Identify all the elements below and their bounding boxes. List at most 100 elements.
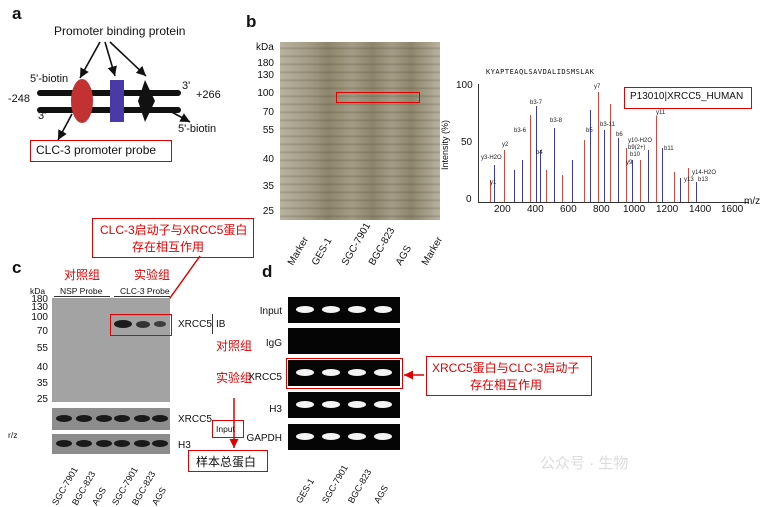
probe-label-box xyxy=(30,140,172,162)
mw-25-c: 25 xyxy=(36,394,48,405)
peak-y3-h2o: y3-H2O xyxy=(481,155,502,161)
mw-130-b: 130 xyxy=(257,70,274,81)
promoter-probe-diagram xyxy=(37,41,191,141)
row-label-igg: IgG xyxy=(265,338,282,349)
annotation-top-box xyxy=(92,218,254,258)
three-prime-right: 3' xyxy=(182,80,191,92)
promoter-binding-protein-label: Promoter binding protein xyxy=(54,24,186,38)
mw-55-b: 55 xyxy=(262,125,274,136)
gel-input xyxy=(288,297,400,323)
stray-mz-label: r/z xyxy=(8,430,18,440)
experimental-group-d: 实验组 xyxy=(216,371,253,385)
mw-70-c: 70 xyxy=(36,326,48,337)
xrcc5-ib-label: XRCC5 xyxy=(178,319,212,330)
mw-40-b: 40 xyxy=(262,154,274,165)
x-tick-400: 400 xyxy=(527,204,544,215)
y-tick-0: 0 xyxy=(466,194,472,205)
x-tick-1600: 1600 xyxy=(721,204,744,215)
ib-label: IB xyxy=(216,319,226,330)
annotation-bottom-line2: 存在相互作用 xyxy=(470,378,543,392)
peak-y10-h2o: y10-H2O xyxy=(628,138,653,144)
peak-y1: y1 xyxy=(490,180,497,186)
x-axis-unit: m/z xyxy=(744,196,761,207)
annotation-top-line2: 存在相互作用 xyxy=(132,240,205,254)
peptide-sequence: KYAPTEAQLSAVDALIDSMSLAK xyxy=(486,68,595,76)
gel-xrcc5 xyxy=(288,360,400,386)
protein-id: P13010|XRCC5_HUMAN xyxy=(630,91,744,102)
peak-y13: y13 xyxy=(684,177,694,183)
row-label-h3: H3 xyxy=(269,404,282,415)
row-label-gapdh: GAPDH xyxy=(246,433,282,444)
h3-label-c: H3 xyxy=(178,440,191,451)
x-tick-600: 600 xyxy=(560,204,577,215)
mw-130-c: 130 xyxy=(31,302,48,313)
western-blot-input-h3 xyxy=(52,434,170,454)
control-group-c-right: 对照组 xyxy=(216,339,253,353)
mw-35-b: 35 xyxy=(262,181,274,192)
peak-b10: b10 xyxy=(630,152,641,158)
nsp-probe-label: NSP Probe xyxy=(60,286,103,296)
gel-gapdh xyxy=(288,424,400,450)
peak-b3-8: b3-8 xyxy=(550,118,563,124)
xrcc5-input-label: XRCC5 xyxy=(178,414,212,425)
position-right: +266 xyxy=(196,89,221,101)
clc3-probe-label: CLC-3 Probe xyxy=(120,286,170,296)
row-label-input: Input xyxy=(259,306,282,317)
x-tick-1000: 1000 xyxy=(623,204,646,215)
x-tick-1200: 1200 xyxy=(656,204,679,215)
peak-b6: b6 xyxy=(616,132,623,138)
peak-b3-6: b3-6 xyxy=(514,128,527,134)
xrcc5-chip-box xyxy=(286,358,403,389)
x-tick-200: 200 xyxy=(494,204,511,215)
mw-40-c: 40 xyxy=(36,362,48,373)
panel-c-letter: c xyxy=(12,258,22,277)
mw-35-c: 35 xyxy=(36,378,48,389)
control-group-c: 对照组 xyxy=(64,268,101,282)
kda-label-b: kDa xyxy=(256,42,274,53)
mw-55-c: 55 xyxy=(36,343,48,354)
annotation-bottom-box xyxy=(426,356,592,396)
western-blot-input-xrcc5 xyxy=(52,408,170,430)
y-tick-50: 50 xyxy=(461,137,473,148)
gel-h3 xyxy=(288,392,400,418)
input-box xyxy=(212,420,244,438)
panel-a-letter: a xyxy=(12,4,22,23)
peak-y9: y9 xyxy=(626,160,633,166)
western-blot-ib xyxy=(52,298,170,402)
x-tick-1400: 1400 xyxy=(689,204,712,215)
total-protein-box xyxy=(188,450,268,472)
mw-180-b: 180 xyxy=(257,58,274,69)
y-tick-100: 100 xyxy=(456,80,473,91)
mw-25-b: 25 xyxy=(262,206,274,217)
peak-b3-11: b3-11 xyxy=(600,122,615,128)
peak-b4: b4 xyxy=(536,150,543,156)
panel-b-letter: b xyxy=(246,12,257,31)
position-left: -248 xyxy=(8,93,31,105)
peak-b5: b5 xyxy=(586,128,593,134)
peak-b3-7: b3-7 xyxy=(530,100,543,106)
watermark: 公众号 · 生物 xyxy=(540,455,629,472)
kda-label-c: kDa xyxy=(30,286,46,296)
x-tick-800: 800 xyxy=(593,204,610,215)
total-protein-label: 样本总蛋白 xyxy=(196,455,257,469)
mw-100-c: 100 xyxy=(31,312,48,323)
probe-label: CLC-3 promoter probe xyxy=(36,143,157,157)
peak-y11: y11 xyxy=(656,110,666,116)
annotation-bottom-line1: XRCC5蛋白与CLC-3启动子 xyxy=(432,361,580,375)
mw-180-c: 180 xyxy=(31,294,48,305)
biotin-top-left: 5'-biotin xyxy=(30,73,69,85)
peak-b13: b13 xyxy=(698,177,709,183)
annotation-top-line1: CLC-3启动子与XRCC5蛋白 xyxy=(100,223,248,237)
mw-70-b: 70 xyxy=(262,107,274,118)
protein-id-box xyxy=(624,87,752,109)
input-label-c: Input xyxy=(216,424,235,434)
peak-b9-2plus: b9(2+) xyxy=(628,145,646,151)
peak-y2: y2 xyxy=(502,142,509,148)
peak-y7: y7 xyxy=(594,84,601,90)
row-label-xrcc5: XRCC5 xyxy=(248,372,282,383)
biotin-bottom-right: 5'-biotin xyxy=(178,123,217,135)
peak-b11: b11 xyxy=(664,146,674,152)
peak-y14-h2o: y14-H2O xyxy=(692,170,717,176)
spectrum-axes xyxy=(478,84,749,203)
ib-highlight-box xyxy=(110,314,172,336)
